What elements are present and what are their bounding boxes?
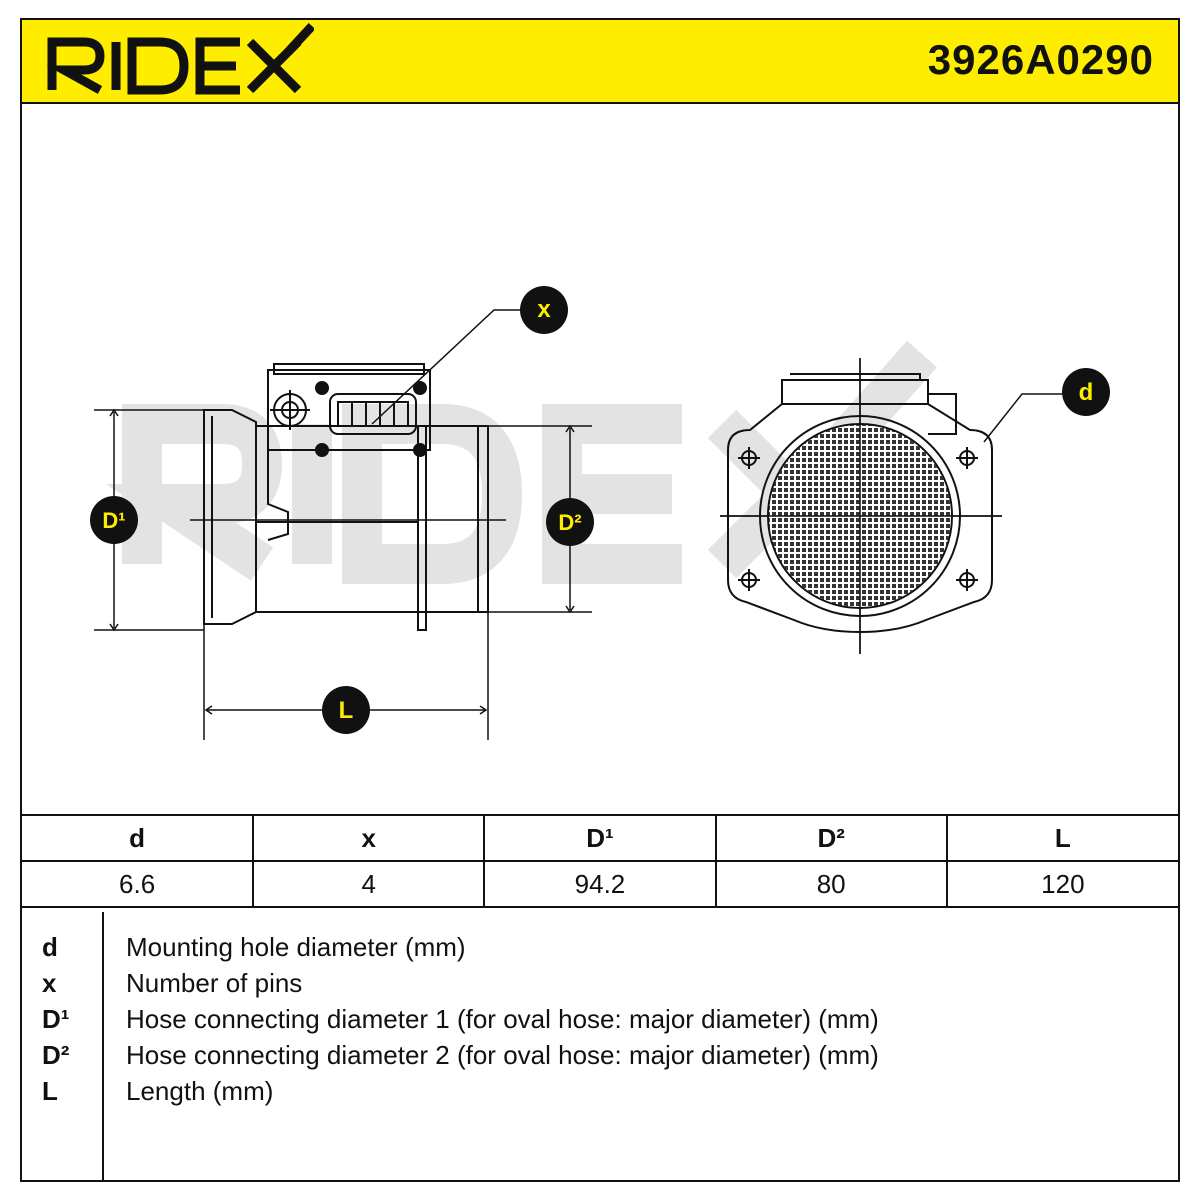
side-view [190,363,506,631]
legend-description: Mounting hole diameter (mm) [126,932,466,962]
spec-table-value-row: 6.6 4 94.2 80 120 [22,860,1178,908]
callout-l-label: L [339,697,354,724]
legend-item: d Mounting hole diameter (mm) [22,932,1178,968]
spec-value-cell: 80 [714,860,948,908]
legend-description: Hose connecting diameter 1 (for oval hos… [126,1004,879,1034]
legend-symbol: x [42,968,57,998]
callout-x: x [520,286,568,334]
legend-symbol: D² [42,1040,70,1070]
legend-description: Hose connecting diameter 2 (for oval hos… [126,1040,879,1070]
header-bar: 3926A0290 [22,20,1178,104]
legend-item: D¹ Hose connecting diameter 1 (for oval … [22,1004,1178,1040]
legend-item: x Number of pins [22,968,1178,1004]
callout-l: L [322,686,370,734]
callout-d: d [1062,368,1110,416]
spec-header-cell: L [945,814,1178,862]
callout-d1: D¹ [90,496,138,544]
callout-d2-label: D² [558,510,581,535]
spec-sheet: 3926A0290 [20,18,1180,1182]
spec-header-cell: D² [714,814,948,862]
spec-value-cell: 94.2 [483,860,717,908]
ridex-logo [46,22,314,95]
legend-symbol: d [42,932,58,962]
spec-value-cell: 120 [945,860,1178,908]
callout-x-label: x [537,296,551,323]
legend-divider [102,912,104,1182]
callout-d2: D² [546,498,594,546]
legend-symbol: D¹ [42,1004,70,1034]
legend-description: Length (mm) [126,1076,274,1106]
spec-table: d x D¹ D² L 6.6 4 94.2 80 120 [22,814,1178,908]
callout-d-label: d [1079,379,1094,406]
legend-description: Number of pins [126,968,303,998]
technical-drawing: x d D¹ D² L [90,286,1110,740]
spec-header-cell: d [22,814,255,862]
legend-item: D² Hose connecting diameter 2 (for oval … [22,1040,1178,1076]
spec-table-header-row: d x D¹ D² L [22,814,1178,862]
legend-item: L Length (mm) [22,1076,1178,1112]
spec-value-cell: 4 [252,860,486,908]
spec-value-cell: 6.6 [22,860,255,908]
legend-symbol: L [42,1076,58,1106]
part-number: 3926A0290 [927,36,1154,83]
spec-header-cell: x [252,814,486,862]
spec-header-cell: D¹ [483,814,717,862]
callout-d1-label: D¹ [102,508,125,533]
legend: d Mounting hole diameter (mm) x Number o… [22,912,1178,1182]
